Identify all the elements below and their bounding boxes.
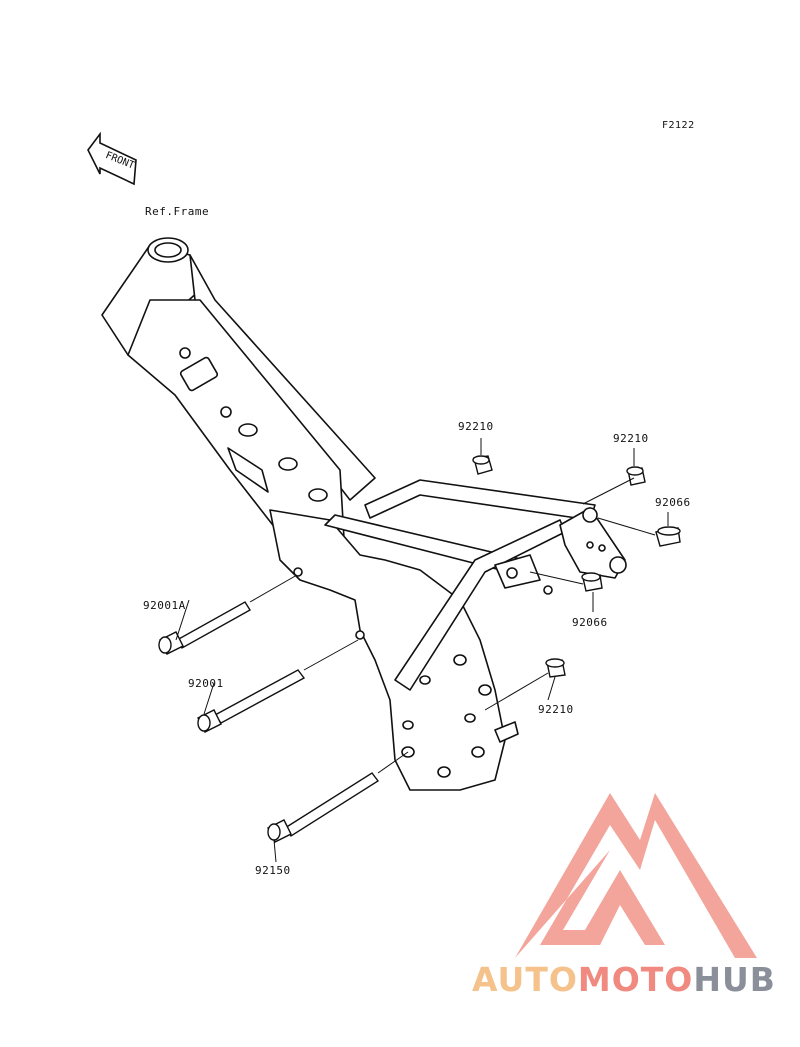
part-label-92210-top[interactable]: 92210 — [458, 420, 494, 433]
nut-92210-lower-icon — [545, 658, 566, 678]
watermark-moto: MOTO — [577, 960, 694, 999]
watermark-auto: AUTO — [472, 960, 578, 999]
damper-92066-lower-icon — [581, 572, 603, 592]
part-label-92001a[interactable]: 92001A — [143, 599, 186, 612]
damper-92066-right-icon — [655, 526, 681, 547]
part-label-92066-lower[interactable]: 92066 — [572, 616, 608, 629]
leader-lines — [175, 438, 669, 863]
nut-92210-top-icon — [472, 455, 493, 475]
front-arrow-icon: FRONT — [87, 131, 137, 186]
bolt-92001-icon — [197, 669, 306, 733]
part-label-92150[interactable]: 92150 — [255, 864, 291, 877]
part-label-92066-right[interactable]: 92066 — [655, 496, 691, 509]
watermark-logo-icon — [515, 793, 757, 958]
part-label-92210-right[interactable]: 92210 — [613, 432, 649, 445]
watermark-brand-text: AUTOMOTOHUB — [472, 960, 776, 999]
part-label-92210-lower[interactable]: 92210 — [538, 703, 574, 716]
part-label-92001[interactable]: 92001 — [188, 677, 224, 690]
bolt-92150-icon — [267, 772, 380, 843]
frame-drawing — [101, 237, 627, 791]
watermark-hub: HUB — [693, 960, 776, 999]
nut-92210-right-icon — [626, 466, 646, 486]
ref-frame-label: Ref.Frame — [145, 205, 210, 218]
figure-code: F2122 — [662, 120, 695, 131]
